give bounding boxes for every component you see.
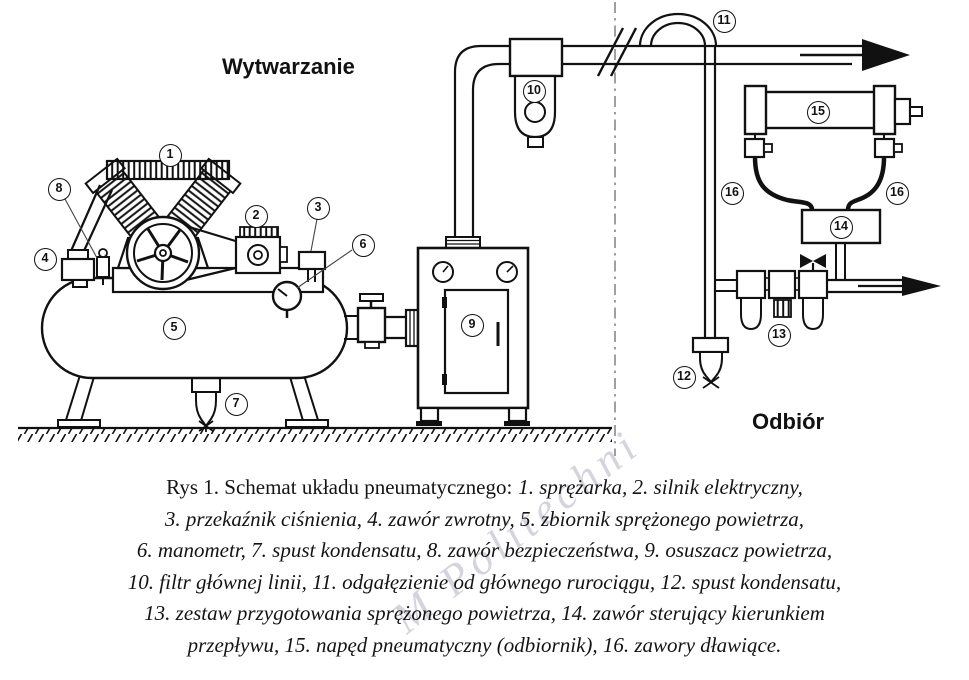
caption-figure-number: Rys 1. Schemat układu pneumatycznego: bbox=[166, 475, 513, 499]
caption-line-2: 3. przekaźnik ciśnienia, 4. zawór zwrotn… bbox=[164, 506, 805, 531]
air-preparation-set-13 bbox=[715, 254, 829, 331]
riser-pipe bbox=[453, 44, 512, 237]
figure-caption: Rys 1. Schemat układu pneumatycznego:1. … bbox=[0, 472, 969, 661]
ground-hatching bbox=[18, 426, 612, 442]
component-marker-8: 8 bbox=[47, 177, 71, 201]
component-marker-5: 5 bbox=[162, 316, 186, 340]
caption-line-4: 10. filtr głównej linii, 11. odgałęzieni… bbox=[127, 569, 842, 594]
actuator-hoses bbox=[752, 156, 887, 211]
branch-line-11 bbox=[638, 12, 718, 338]
pneumatic-schematic-drawing bbox=[18, 2, 941, 456]
component-marker-11: 11 bbox=[712, 9, 736, 33]
throttle-valve-left-16 bbox=[743, 134, 773, 159]
component-marker-16: 16 bbox=[885, 181, 909, 205]
shutoff-valve bbox=[344, 293, 420, 349]
component-marker-12: 12 bbox=[672, 365, 696, 389]
component-marker-3: 3 bbox=[306, 196, 330, 220]
zone-label-production: Wytwarzanie bbox=[222, 54, 355, 79]
safety-valve-8 bbox=[96, 248, 110, 285]
throttle-valve-right-16 bbox=[873, 134, 903, 159]
pressure-gauge-6 bbox=[271, 280, 303, 318]
component-marker-2: 2 bbox=[244, 204, 268, 228]
component-marker-9: 9 bbox=[460, 313, 484, 337]
pneumatic-cylinder-15 bbox=[743, 84, 923, 136]
component-marker-6: 6 bbox=[351, 233, 375, 257]
leader-lines bbox=[64, 198, 353, 289]
electric-motor-2 bbox=[234, 226, 288, 275]
condensate-drain-12 bbox=[691, 336, 730, 389]
zone-label-reception: Odbiór bbox=[752, 409, 825, 434]
component-marker-10: 10 bbox=[522, 79, 546, 103]
main-line-arrow bbox=[862, 39, 910, 71]
component-marker-14: 14 bbox=[829, 215, 853, 239]
check-valve-4 bbox=[60, 184, 113, 288]
caption-legend-start: 1. sprężarka, 2. silnik elektryczny, bbox=[518, 475, 803, 499]
component-marker-1: 1 bbox=[158, 143, 182, 167]
outlet-line bbox=[827, 276, 941, 296]
compressor-1 bbox=[84, 157, 242, 291]
component-marker-15: 15 bbox=[806, 100, 830, 124]
main-line bbox=[562, 27, 910, 77]
caption-line-3: 6. manometr, 7. spust kondensatu, 8. zaw… bbox=[136, 538, 833, 562]
component-marker-4: 4 bbox=[33, 247, 57, 271]
caption-line-1: Rys 1. Schemat układu pneumatycznego:1. … bbox=[0, 472, 969, 504]
component-marker-13: 13 bbox=[767, 323, 791, 347]
caption-line-6: przepływu, 15. napęd pneumatyczny (odbio… bbox=[187, 632, 782, 657]
component-marker-16: 16 bbox=[720, 181, 744, 205]
outlet-arrow bbox=[902, 276, 941, 296]
caption-line-5: 13. zestaw przygotowania sprężonego powi… bbox=[144, 601, 825, 625]
component-marker-7: 7 bbox=[224, 392, 248, 416]
condensate-drain-7 bbox=[191, 377, 221, 432]
